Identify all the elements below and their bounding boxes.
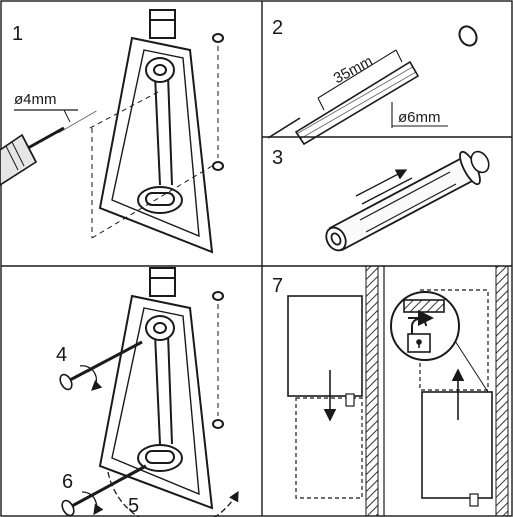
wall-hole-top-lower bbox=[212, 291, 224, 301]
wall-hole-bottom-lower bbox=[212, 419, 224, 429]
padlock-open-icon bbox=[403, 299, 445, 353]
panel-7-hang-unit: 7 bbox=[272, 265, 509, 517]
screw-icon bbox=[59, 340, 143, 391]
drill-diameter-label: ø4mm bbox=[14, 91, 57, 108]
wall-bracket bbox=[98, 9, 214, 254]
wall-right bbox=[495, 265, 509, 517]
wall-hole-bottom bbox=[212, 161, 224, 171]
panel-2-hole-depth: 2 35mm ø6mm bbox=[267, 17, 478, 146]
step-1-label: 1 bbox=[12, 23, 23, 45]
hole-diameter-label: ø6mm bbox=[398, 109, 441, 126]
step-3-label: 3 bbox=[272, 147, 283, 169]
panel-1-drill-holes: 1 bbox=[0, 9, 224, 254]
step-5-label: 5 bbox=[128, 495, 139, 517]
heater-unit-icon bbox=[287, 295, 363, 499]
drill-icon bbox=[0, 108, 98, 186]
guide-lines bbox=[89, 46, 219, 239]
step-2-label: 2 bbox=[272, 17, 283, 39]
step-7-label: 7 bbox=[272, 275, 283, 297]
wall-hole-ring bbox=[458, 25, 478, 47]
adjust-rotation-arrow bbox=[107, 471, 239, 517]
panel-4-fix-bracket: 4 6 5 bbox=[56, 267, 239, 517]
screw-icon-lower bbox=[61, 464, 147, 517]
wall-hole-top bbox=[212, 33, 224, 43]
panel-3-insert-plug: 3 bbox=[272, 147, 490, 252]
wall-plug-icon bbox=[325, 150, 490, 252]
depth-dimension bbox=[317, 49, 403, 111]
insert-direction-arrows bbox=[355, 169, 413, 205]
step-4-label: 4 bbox=[56, 344, 67, 366]
hole-depth-label: 35mm bbox=[331, 53, 376, 88]
wall-bracket-lower bbox=[98, 267, 214, 510]
wall-left bbox=[365, 265, 379, 517]
drill-bit bbox=[267, 60, 420, 146]
step-6-label: 6 bbox=[62, 471, 73, 493]
heater-unit-mounted bbox=[419, 289, 493, 507]
